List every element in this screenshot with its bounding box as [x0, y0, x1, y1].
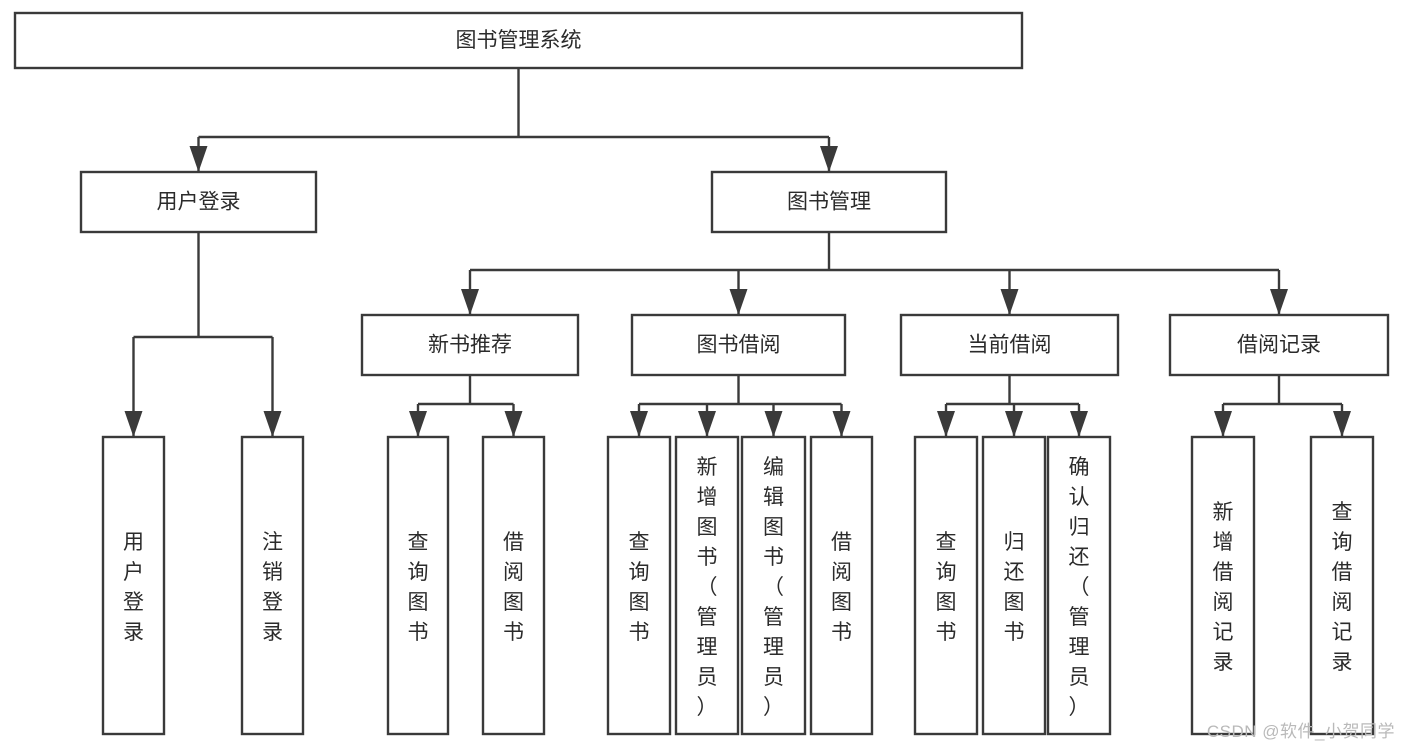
- node-box[interactable]: [809, 435, 874, 736]
- node-box[interactable]: [360, 313, 580, 377]
- node-leaf[interactable]: 确认归还（管理员）: [1046, 435, 1112, 736]
- arrow-head-icon: [1333, 411, 1351, 437]
- node-label: 注销登录: [262, 531, 283, 644]
- node-box[interactable]: [79, 170, 318, 234]
- node-box[interactable]: [101, 435, 166, 736]
- node-box[interactable]: [1046, 435, 1112, 736]
- node-label: 查询图书: [629, 531, 650, 644]
- node-root[interactable]: 图书管理系统: [13, 11, 1024, 70]
- node-box[interactable]: [1190, 435, 1256, 736]
- node-box[interactable]: [481, 435, 546, 736]
- arrow-head-icon: [729, 289, 748, 315]
- arrow-head-icon: [764, 411, 783, 437]
- node-box[interactable]: [606, 435, 672, 736]
- node-label: 用户登录: [157, 191, 241, 214]
- arrow-head-icon: [1000, 289, 1019, 315]
- arrow-head-icon: [263, 411, 282, 437]
- node-level3[interactable]: 图书借阅: [630, 313, 847, 377]
- node-box[interactable]: [913, 435, 979, 736]
- arrow-head-icon: [409, 411, 427, 437]
- node-label: 图书借阅: [697, 334, 781, 357]
- node-leaf[interactable]: 注销登录: [240, 435, 305, 736]
- node-box[interactable]: [740, 435, 807, 736]
- node-leaf[interactable]: 查询借阅记录: [1309, 435, 1375, 736]
- node-label: 新增借阅记录: [1213, 501, 1234, 674]
- node-box[interactable]: [981, 435, 1047, 736]
- node-box[interactable]: [386, 435, 450, 736]
- node-box[interactable]: [630, 313, 847, 377]
- node-level2[interactable]: 用户登录: [79, 170, 318, 234]
- node-box[interactable]: [1168, 313, 1390, 377]
- node-label: 用户登录: [123, 531, 144, 644]
- node-box[interactable]: [13, 11, 1024, 70]
- node-leaf[interactable]: 新增借阅记录: [1190, 435, 1256, 736]
- node-level2[interactable]: 图书管理: [710, 170, 948, 234]
- node-level3[interactable]: 当前借阅: [899, 313, 1120, 377]
- arrow-head-icon: [1070, 411, 1088, 437]
- arrow-head-icon: [504, 411, 523, 437]
- node-label: 确认归还（管理员）: [1069, 456, 1090, 719]
- node-box[interactable]: [674, 435, 740, 736]
- node-label: 新增图书（管理员）: [697, 456, 718, 719]
- node-box[interactable]: [899, 313, 1120, 377]
- node-leaf[interactable]: 新增图书（管理员）: [674, 435, 740, 736]
- node-box[interactable]: [1309, 435, 1375, 736]
- connector-layer: [124, 68, 1351, 437]
- node-label: 查询图书: [408, 531, 429, 644]
- node-layer: 图书管理系统用户登录图书管理新书推荐图书借阅当前借阅借阅记录用户登录注销登录查询…: [13, 11, 1390, 736]
- node-leaf[interactable]: 查询图书: [606, 435, 672, 736]
- arrow-head-icon: [832, 411, 851, 437]
- node-label: 查询图书: [936, 531, 957, 644]
- arrow-head-icon: [630, 411, 648, 437]
- node-label: 当前借阅: [968, 334, 1052, 357]
- node-leaf[interactable]: 借阅图书: [809, 435, 874, 736]
- node-label: 借阅图书: [503, 531, 524, 644]
- node-label: 新书推荐: [428, 334, 512, 357]
- arrow-head-icon: [461, 289, 479, 315]
- arrow-head-icon: [1270, 289, 1288, 315]
- node-label: 归还图书: [1004, 531, 1025, 644]
- node-leaf[interactable]: 查询图书: [913, 435, 979, 736]
- node-box[interactable]: [240, 435, 305, 736]
- arrow-head-icon: [1214, 411, 1232, 437]
- node-level3[interactable]: 新书推荐: [360, 313, 580, 377]
- node-leaf[interactable]: 借阅图书: [481, 435, 546, 736]
- node-label: 借阅图书: [831, 531, 852, 644]
- arrow-head-icon: [937, 411, 955, 437]
- node-label: 借阅记录: [1237, 334, 1321, 357]
- node-leaf[interactable]: 查询图书: [386, 435, 450, 736]
- node-label: 图书管理: [787, 191, 871, 214]
- node-label: 编辑图书（管理员）: [763, 456, 784, 719]
- arrow-head-icon: [1005, 411, 1023, 437]
- arrow-head-icon: [189, 146, 208, 172]
- arrow-head-icon: [124, 411, 143, 437]
- node-label: 图书管理系统: [456, 29, 582, 52]
- node-level3[interactable]: 借阅记录: [1168, 313, 1390, 377]
- node-leaf[interactable]: 用户登录: [101, 435, 166, 736]
- node-box[interactable]: [710, 170, 948, 234]
- node-leaf[interactable]: 归还图书: [981, 435, 1047, 736]
- arrow-head-icon: [820, 146, 838, 172]
- arrow-head-icon: [698, 411, 716, 437]
- node-label: 查询借阅记录: [1332, 501, 1353, 674]
- node-leaf[interactable]: 编辑图书（管理员）: [740, 435, 807, 736]
